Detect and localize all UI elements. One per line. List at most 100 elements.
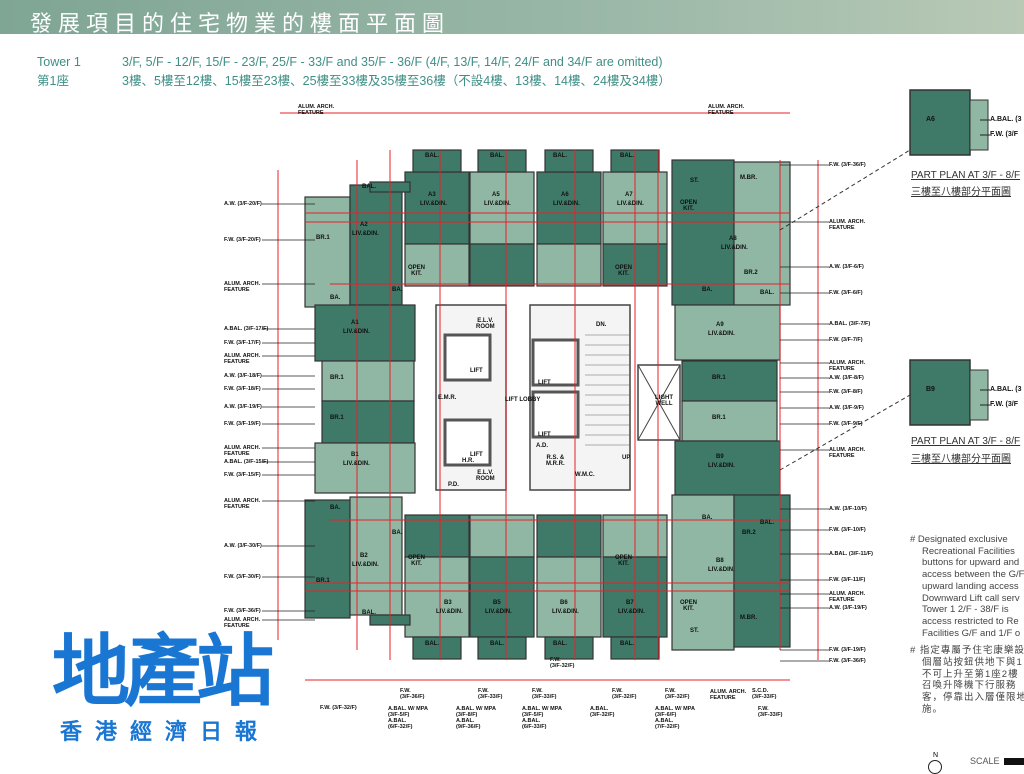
callout-bottom: F.W. (3/F-32/F) [550, 657, 575, 669]
part-plan-2-unit: B9 [926, 386, 935, 393]
callout-bottom: A.BAL. W/ MPA (3/F-5/F) A.BAL. (6/F-33/F… [522, 706, 562, 730]
callout-bottom: F.W. (3/F-36/F) [400, 688, 425, 700]
note-line: # 指定專屬予住宅康樂設 [910, 645, 1024, 657]
note-line: 客，停靠出入層僅限地 [922, 692, 1024, 704]
part-plan-2-label: A.BAL. (3 [990, 386, 1022, 393]
light-well-cross [637, 364, 681, 441]
room-label-living: LIV.&DIN. [618, 609, 645, 615]
part-plan-1-unit: A6 [926, 116, 935, 123]
note-line: Facilities G/F and 1/F o [922, 627, 1021, 639]
callout-bottom: F.W. (3/F-32/F) [665, 688, 690, 700]
bedroom [321, 360, 415, 402]
room-label-open-kitchen: OPEN KIT. [680, 200, 698, 212]
part-plan-balcony [969, 99, 989, 151]
note-line: 施。 [922, 703, 944, 715]
callout-left: ALUM. ARCH. FEATURE [224, 617, 261, 629]
room-label-store: ST. [690, 628, 699, 634]
room-label-bedroom: BR.2 [742, 530, 756, 536]
living [674, 440, 781, 496]
callout-left: F.W. (3/F-30/F) [224, 574, 261, 580]
north-label: N [933, 752, 939, 759]
unit-room [469, 171, 535, 245]
callout-left: A.W. (3/F-30/F) [224, 543, 262, 549]
living [674, 304, 781, 361]
room-label-master-bedroom: M.BR. [740, 615, 757, 621]
callout-left: ALUM. ARCH. FEATURE [224, 445, 261, 457]
callout-left: A.BAL. (3/F-15/F) [224, 459, 269, 465]
room-label-balcony: BAL. [425, 153, 439, 159]
unit-label-a7: A7 [625, 192, 633, 198]
lift-label: LIFT [538, 432, 551, 438]
tower-label-zh: 第1座 [37, 74, 69, 88]
part-plan-2-title-zh: 三樓至八樓部分平面圖 [911, 454, 1011, 465]
callout-right: A.W. (3/F-8/F) [829, 375, 864, 381]
balcony [477, 149, 527, 173]
callout-left: F.W. (3/F-36/F) [224, 608, 261, 614]
room-label-living: LIV.&DIN. [552, 609, 579, 615]
unit-label-b7: B7 [626, 600, 634, 606]
elv-room-label: E.L.V. ROOM [476, 318, 495, 330]
unit-room [536, 514, 602, 558]
callout-left: A.W. (3/F-19/F) [224, 404, 262, 410]
bedroom [681, 360, 778, 402]
callout-left: A.W. (3/F-20/F) [224, 201, 262, 207]
floors-zh: 3樓、5樓至12樓、15樓至23樓、25樓至33樓及35樓至36樓（不設4樓、1… [122, 74, 671, 88]
callout-right: F.W. (3/F-19/F) [829, 647, 866, 653]
callout-bottom: F.W. (3/F-33/F) [532, 688, 557, 700]
room-label-living: LIV.&DIN. [352, 562, 379, 568]
room-label-living: LIV.&DIN. [436, 609, 463, 615]
room-label-living: LIV.&DIN. [420, 201, 447, 207]
room-label-living: LIV.&DIN. [485, 609, 512, 615]
balcony [544, 636, 594, 660]
unit-room [733, 494, 791, 648]
balcony [412, 149, 462, 173]
room-label-living: LIV.&DIN. [343, 461, 370, 467]
unit-label-a5: A5 [492, 192, 500, 198]
unit-label-b2: B2 [360, 553, 368, 559]
unit-label-b9: B9 [716, 454, 724, 460]
note-line: # Designated exclusive [910, 534, 1008, 545]
part-plan-1-title-en: PART PLAN AT 3/F - 8/F [911, 170, 1021, 181]
callout-bottom: ALUM. ARCH. FEATURE [710, 689, 747, 701]
ad-label: A.D. [536, 443, 548, 449]
room-label-living: LIV.&DIN. [553, 201, 580, 207]
unit-label-b3: B3 [444, 600, 452, 606]
callout-left: F.W. (3/F-15/F) [224, 472, 261, 478]
north-arrow-icon [928, 760, 942, 774]
room-label-living: LIV.&DIN. [721, 245, 748, 251]
callout-right: A.W. (3/F-10/F) [829, 506, 867, 512]
note-line: access between the G/F [922, 569, 1024, 581]
part-plan-room [909, 89, 971, 156]
stair-up-label: UP [622, 455, 631, 461]
room-label-open-kitchen: OPEN KIT. [680, 600, 698, 612]
lift-lobby-label: LIFT LOBBY [505, 397, 541, 403]
balcony [544, 149, 594, 173]
scale-label: SCALE [970, 756, 1000, 766]
room-label-bedroom: BR.1 [330, 375, 344, 381]
hr-label: H.R. [462, 458, 474, 464]
living [314, 442, 416, 494]
unit-room [469, 514, 535, 558]
callout-left: ALUM. ARCH. FEATURE [224, 498, 261, 510]
unit-room [671, 494, 735, 651]
callout-right: A.W. (3/F-19/F) [829, 605, 867, 611]
living [349, 184, 403, 306]
room-label-bedroom: BR.1 [316, 235, 330, 241]
unit-label-b8: B8 [716, 558, 724, 564]
lift-label: LIFT [470, 368, 483, 374]
room-label-open-kitchen: OPEN KIT. [615, 265, 633, 277]
note-line: 個層站按鈕供地下與1 [922, 657, 1023, 669]
stair-down-label: DN. [596, 322, 607, 328]
room-label-balcony: BAL. [760, 520, 774, 526]
callout-bottom: F.W. (3/F-32/F) [320, 705, 357, 711]
room-label-bathroom: BA. [330, 505, 341, 511]
note-line: upward landing access [922, 580, 1019, 592]
room-label-living: LIV.&DIN. [617, 201, 644, 207]
pd-label: P.D. [448, 482, 459, 488]
callout-right: A.W. (3/F-9/F) [829, 405, 864, 411]
balcony [412, 636, 462, 660]
lift-car [531, 338, 580, 387]
emr-label: E.M.R. [438, 395, 457, 401]
unit-room [404, 243, 470, 287]
